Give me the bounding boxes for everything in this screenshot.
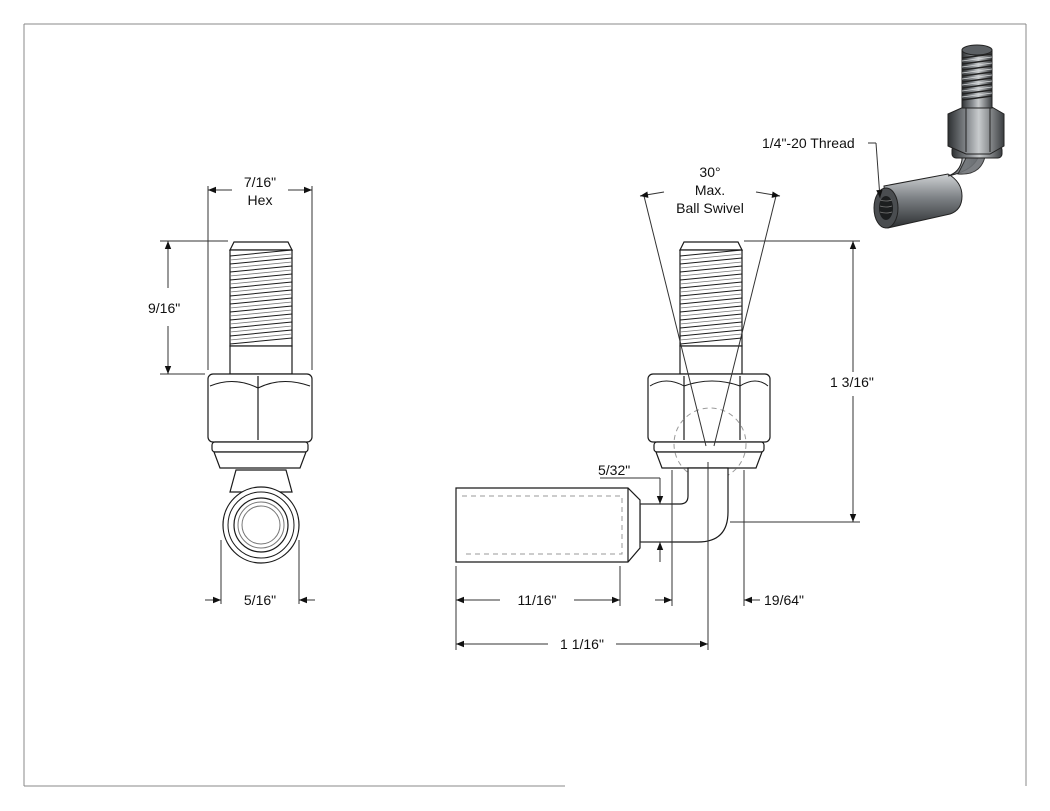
dim-thread-length: 9/16" <box>148 300 181 316</box>
front-thread <box>229 241 293 375</box>
front-view <box>207 241 313 564</box>
dim-offset: 5/32" <box>598 462 631 478</box>
dim-overall-height: 1 3/16" <box>828 374 876 390</box>
dim-body-width: 19/64" <box>764 592 805 608</box>
iso-render <box>873 44 1005 229</box>
dim-hex-label: Hex <box>247 192 273 208</box>
swivel-lines <box>643 195 777 447</box>
side-dimensions <box>455 191 860 650</box>
dim-hex-size: 7/16" <box>243 174 277 190</box>
side-elbow <box>639 467 729 543</box>
front-hex <box>207 373 313 469</box>
dim-overall-length: 1 1/16" <box>560 636 604 652</box>
dim-eye-width: 5/16" <box>243 592 277 608</box>
front-eye <box>222 469 300 564</box>
thread-callout-leader <box>868 142 883 199</box>
dim-swivel-desc: Ball Swivel <box>676 200 744 216</box>
side-thread <box>679 241 743 375</box>
front-dimensions <box>160 186 315 604</box>
side-hex <box>647 373 771 469</box>
dim-swivel-max: Max. <box>694 182 726 198</box>
thread-callout: 1/4"-20 Thread <box>762 135 855 151</box>
dim-sleeve-length: 11/16" <box>517 592 557 608</box>
dim-swivel-angle: 30° <box>699 164 721 180</box>
dim-swivel-arrow-left <box>639 191 665 198</box>
side-sleeve <box>455 487 641 563</box>
side-view <box>455 195 777 563</box>
sheet-border <box>23 23 1027 787</box>
dim-swivel-arrow-right <box>755 191 781 198</box>
